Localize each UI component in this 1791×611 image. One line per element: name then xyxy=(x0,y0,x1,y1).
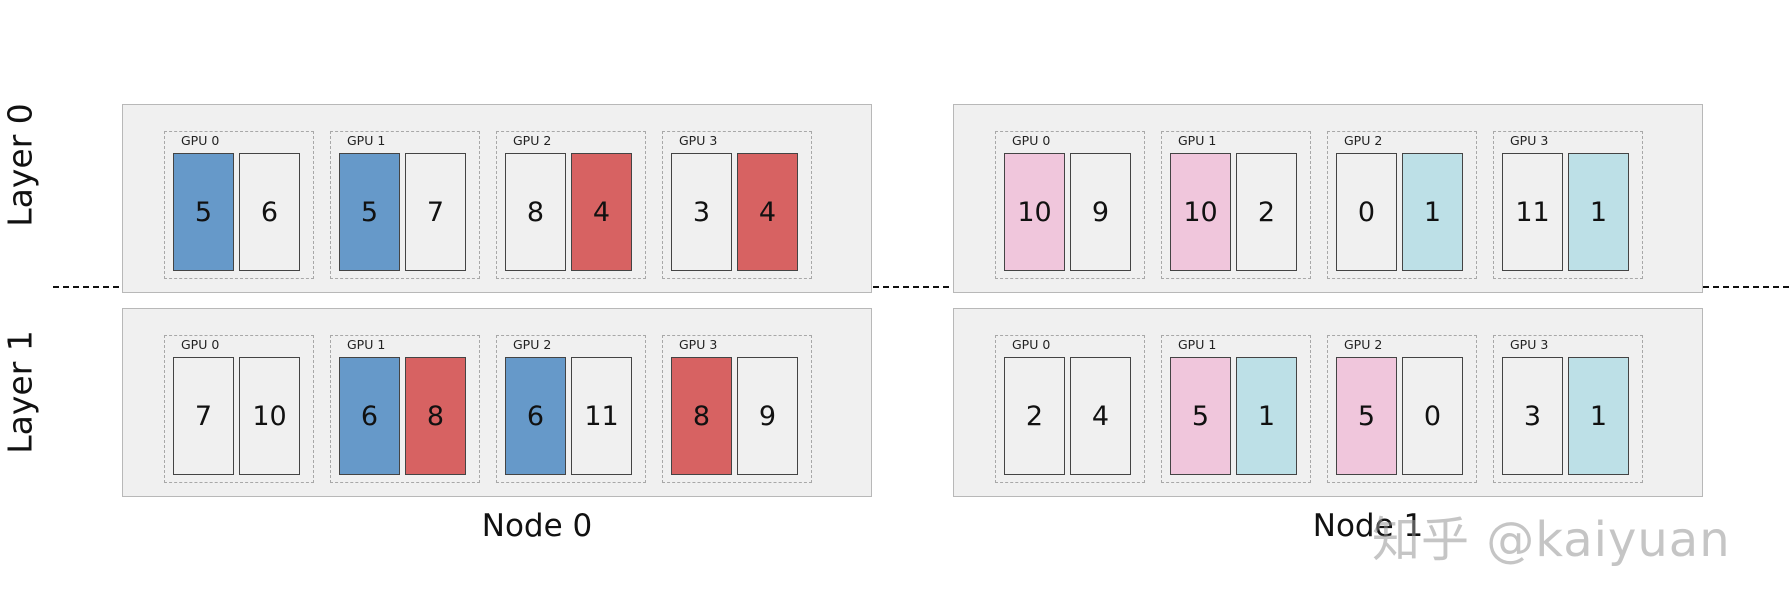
layer-1-label: Layer 1 xyxy=(0,330,40,454)
expert-slot: 8 xyxy=(405,357,466,475)
expert-slot: 9 xyxy=(737,357,798,475)
expert-slot: 1 xyxy=(1236,357,1297,475)
gpu-label: GPU 0 xyxy=(1012,337,1051,352)
expert-slot: 5 xyxy=(1170,357,1231,475)
expert-slot: 3 xyxy=(671,153,732,271)
expert-slot: 8 xyxy=(505,153,566,271)
expert-slot: 11 xyxy=(571,357,632,475)
gpu-label: GPU 2 xyxy=(1344,133,1383,148)
expert-slot: 7 xyxy=(405,153,466,271)
expert-slot: 1 xyxy=(1568,153,1629,271)
gpu-label: GPU 3 xyxy=(679,133,718,148)
expert-slot: 10 xyxy=(1004,153,1065,271)
expert-slot: 6 xyxy=(239,153,300,271)
expert-slot: 5 xyxy=(173,153,234,271)
gpu-label: GPU 3 xyxy=(1510,337,1549,352)
expert-slot: 11 xyxy=(1502,153,1563,271)
expert-slot: 5 xyxy=(339,153,400,271)
expert-slot: 3 xyxy=(1502,357,1563,475)
gpu-label: GPU 0 xyxy=(181,337,220,352)
expert-slot: 2 xyxy=(1236,153,1297,271)
gpu-label: GPU 2 xyxy=(513,337,552,352)
expert-slot: 1 xyxy=(1402,153,1463,271)
watermark: 知乎 @kaiyuan xyxy=(1372,512,1731,568)
expert-slot: 2 xyxy=(1004,357,1065,475)
gpu-label: GPU 1 xyxy=(1178,133,1217,148)
node-0-label: Node 0 xyxy=(481,508,593,544)
node-1-label: Node 1 xyxy=(1312,508,1424,544)
expert-slot: 0 xyxy=(1402,357,1463,475)
expert-slot: 1 xyxy=(1568,357,1629,475)
expert-slot: 0 xyxy=(1336,153,1397,271)
expert-slot: 10 xyxy=(1170,153,1231,271)
expert-slot: 4 xyxy=(571,153,632,271)
expert-slot: 6 xyxy=(339,357,400,475)
layer-0-label: Layer 0 xyxy=(0,103,40,227)
gpu-label: GPU 3 xyxy=(679,337,718,352)
expert-slot: 9 xyxy=(1070,153,1131,271)
expert-slot: 10 xyxy=(239,357,300,475)
gpu-label: GPU 0 xyxy=(1012,133,1051,148)
gpu-label: GPU 0 xyxy=(181,133,220,148)
layer-divider xyxy=(53,286,1789,288)
expert-slot: 4 xyxy=(737,153,798,271)
expert-slot: 4 xyxy=(1070,357,1131,475)
gpu-label: GPU 1 xyxy=(347,337,386,352)
gpu-label: GPU 1 xyxy=(347,133,386,148)
expert-slot: 6 xyxy=(505,357,566,475)
gpu-label: GPU 2 xyxy=(513,133,552,148)
gpu-label: GPU 2 xyxy=(1344,337,1383,352)
gpu-label: GPU 3 xyxy=(1510,133,1549,148)
gpu-label: GPU 1 xyxy=(1178,337,1217,352)
expert-slot: 5 xyxy=(1336,357,1397,475)
expert-slot: 7 xyxy=(173,357,234,475)
expert-slot: 8 xyxy=(671,357,732,475)
